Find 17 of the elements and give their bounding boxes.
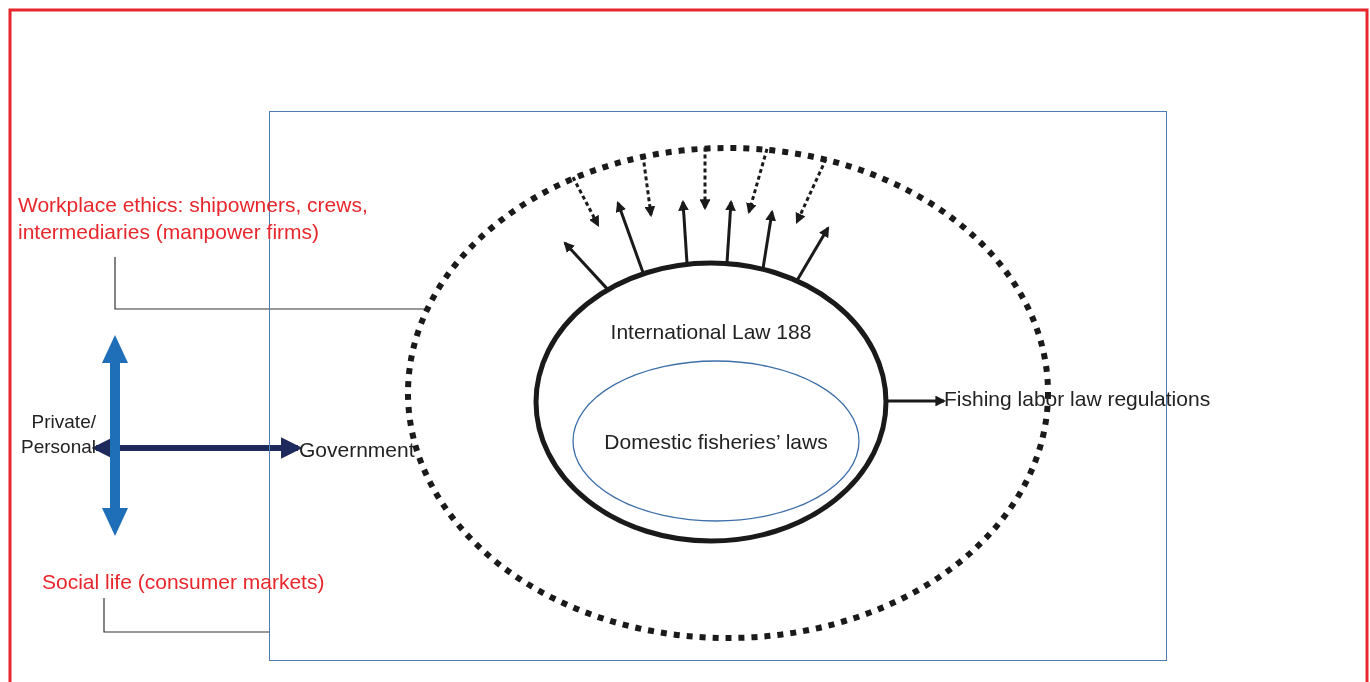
label-text: International Law 188 — [609, 319, 813, 345]
label-text: Government — [299, 437, 416, 463]
arrow — [761, 209, 776, 269]
arrow — [678, 199, 689, 264]
arrow — [795, 226, 830, 282]
arrow — [795, 158, 828, 224]
leader-line — [114, 256, 427, 310]
label-text: Domestic fisheries’ laws — [603, 429, 829, 455]
label-text: Private/ Personal — [20, 410, 96, 459]
arrow — [725, 199, 736, 263]
arrow — [615, 200, 645, 274]
arrow — [699, 147, 711, 211]
leader-line — [103, 597, 270, 633]
arrow — [571, 176, 600, 227]
arrow — [746, 148, 769, 215]
arrow — [563, 241, 609, 290]
arrow — [885, 395, 947, 407]
